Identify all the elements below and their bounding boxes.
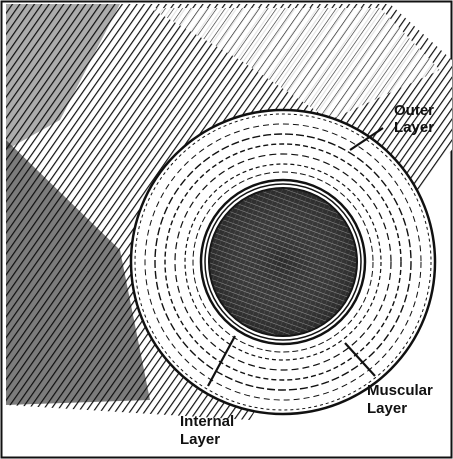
vessel-cross-section <box>131 110 435 414</box>
outer-layer-label: Outer Layer <box>394 102 438 136</box>
